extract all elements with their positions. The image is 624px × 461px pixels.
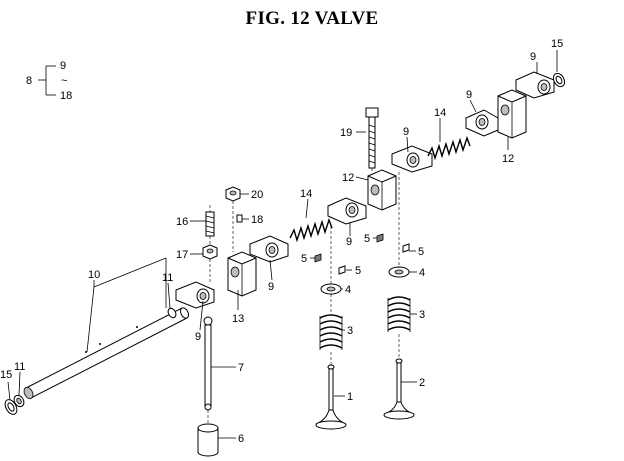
callout-16: 16 [176,216,188,228]
lock-nut-17 [202,244,218,260]
tappet-6 [197,423,219,457]
callout-11-right: 11 [162,272,173,284]
callout-15-left: 15 [0,369,12,381]
rocker-arm-6 [515,71,555,99]
rocker-arm-3 [327,197,367,225]
callout-5-c: 5 [364,233,370,245]
callout-20: 20 [251,189,263,201]
bracket-bolt-19 [365,107,379,169]
page-title: FIG. 12 VALVE [245,8,379,29]
adjust-screw-16 [205,211,215,237]
callout-10: 10 [88,269,100,281]
circlip-right [552,72,566,88]
valve-1 [315,364,347,430]
rocker-arm-4 [391,145,433,173]
rocker-spring-1 [289,217,333,243]
callout-3-right: 3 [419,309,425,321]
valve-2 [383,358,415,420]
pin-18 [236,214,243,223]
callout-5-d: 5 [418,246,424,258]
callout-15-right: 15 [551,38,563,50]
callout-4-left: 4 [345,284,351,296]
callout-11-left: 11 [14,361,25,373]
callout-18: 18 [251,214,263,226]
rocker-arm-2 [249,235,289,263]
rocker-arm-5 [465,109,499,137]
callout-14-rear: 14 [434,107,446,119]
bracket-ref-label: 8 [26,75,32,87]
callout-7: 7 [238,362,244,374]
rocker-spring-2 [427,135,471,161]
callout-9-e: 9 [466,89,472,101]
callout-9-b: 9 [268,281,274,293]
callout-5-b: 5 [355,265,361,277]
bracket-to-label: 18 [60,90,72,102]
callout-14-front: 14 [300,188,312,200]
nut-20 [225,186,241,202]
rocker-arm-1 [175,281,215,309]
rocker-bracket-12-rear [497,89,527,139]
callout-9-f: 9 [530,51,536,63]
leader-lines [7,50,558,439]
callout-13: 13 [232,313,244,325]
shaft-end-parts-left [4,394,25,415]
callout-9-c: 9 [346,236,352,248]
callout-9-a: 9 [195,331,201,343]
rocker-bracket-13 [227,251,257,297]
valve-spring-2 [387,296,411,332]
callout-3-left: 3 [347,325,353,337]
callout-2: 2 [419,377,425,389]
shaft-plug-right [167,307,177,319]
assembly-axes [207,168,400,424]
valve-keepers [314,233,410,275]
callout-19: 19 [340,127,352,139]
retainer-1 [320,283,342,295]
valve-spring-1 [319,314,343,350]
callout-5-a: 5 [301,253,307,265]
callout-12-rear: 12 [502,153,514,165]
bracket-from-label: 9 [60,60,66,72]
callout-12-mid: 12 [342,172,354,184]
push-rod-7 [203,316,213,411]
callout-9-d: 9 [403,126,409,138]
callout-labels: 1 2 3 3 4 4 5 5 5 5 6 7 9 9 9 9 9 9 10 1… [0,38,563,445]
callout-6: 6 [238,433,244,445]
retainer-2 [388,266,410,278]
callout-17: 17 [176,249,188,261]
group-bracket: 8 9 ~ 18 [26,60,72,102]
bracket-sep-label: ~ [61,75,67,87]
rocker-shaft [23,307,189,400]
callout-1: 1 [347,391,353,403]
callout-4-right: 4 [419,267,425,279]
rocker-bracket-12-mid [367,169,397,211]
